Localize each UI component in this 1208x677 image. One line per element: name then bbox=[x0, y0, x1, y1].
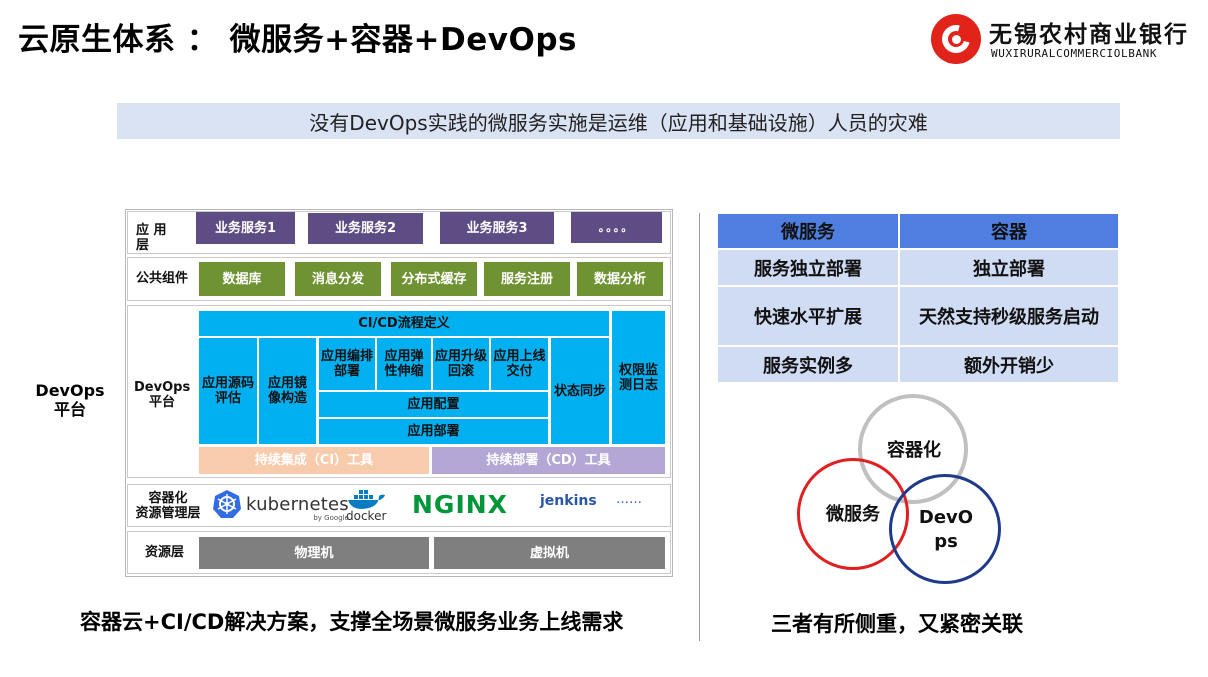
kubernetes-text: kubernetes bbox=[246, 493, 349, 515]
vertical-divider bbox=[699, 213, 700, 641]
virtual-machine: 虚拟机 bbox=[434, 537, 665, 569]
bank-name-cn: 无锡农村商业银行 bbox=[989, 22, 1189, 48]
docker-whale-icon bbox=[348, 490, 386, 509]
table-cell: 独立部署 bbox=[898, 248, 1120, 287]
upgrade-rollback: 应用升级回滚 bbox=[433, 338, 489, 390]
table-row: 快速水平扩展 天然支持秒级服务启动 bbox=[716, 285, 1120, 347]
cicd-flow-header: CI/CD流程定义 bbox=[199, 311, 609, 336]
common-database: 数据库 bbox=[199, 262, 285, 296]
more-tools: …… bbox=[616, 492, 642, 507]
common-message: 消息分发 bbox=[295, 262, 381, 296]
venn-label-devops-line2: ps bbox=[934, 531, 958, 552]
nginx-text: NGINX bbox=[412, 490, 508, 519]
app-service-2: 业务服务2 bbox=[308, 213, 423, 244]
venn-label-devops-line1: DevO bbox=[918, 507, 974, 528]
container-layer-label-line2: 资源管理层 bbox=[135, 506, 201, 521]
table-cell: 额外开销少 bbox=[898, 345, 1120, 384]
bank-logo-icon bbox=[931, 14, 981, 64]
table-row: 服务独立部署 独立部署 bbox=[716, 248, 1120, 287]
permission-monitor-log: 权限监测日志 bbox=[612, 311, 665, 444]
cd-tools: 持续部署（CD）工具 bbox=[432, 447, 665, 474]
architecture-frame bbox=[125, 209, 673, 577]
comparison-table: 微服务 容器 服务独立部署 独立部署 快速水平扩展 天然支持秒级服务启动 服务实… bbox=[716, 212, 1120, 384]
state-sync: 状态同步 bbox=[551, 338, 609, 444]
common-analytics: 数据分析 bbox=[577, 262, 663, 296]
orchestration-deploy: 应用编排部署 bbox=[319, 338, 375, 390]
bank-name-en: WUXIRURALCOMMERCIOLBANK bbox=[991, 47, 1158, 60]
ci-tools: 持续集成（CI）工具 bbox=[199, 447, 429, 474]
common-layer-label: 公共组件 bbox=[136, 271, 189, 286]
docker-text: docker bbox=[346, 509, 387, 523]
app-service-more: 。。。。 bbox=[571, 212, 662, 243]
table-row: 服务实例多 额外开销少 bbox=[716, 345, 1120, 384]
kubernetes-by-google: by Google bbox=[313, 513, 349, 522]
venn-label-container: 容器化 bbox=[887, 440, 941, 461]
source-evaluation: 应用源码评估 bbox=[199, 338, 257, 444]
devops-layer-label: DevOps 平台 bbox=[134, 380, 190, 410]
page-title: 云原生体系 ： 微服务+容器+DevOps bbox=[18, 22, 577, 58]
container-layer-label: 容器化 资源管理层 bbox=[132, 491, 204, 521]
devops-side-line1: DevOps bbox=[35, 381, 105, 400]
table-header-microservice: 微服务 bbox=[716, 212, 900, 250]
jenkins-logo: jenkins bbox=[540, 493, 597, 509]
devops-platform-side-label: DevOps 平台 bbox=[30, 381, 110, 419]
table-header-container: 容器 bbox=[898, 212, 1120, 250]
physical-machine: 物理机 bbox=[199, 537, 429, 569]
left-caption: 容器云+CI/CD解决方案，支撑全场景微服务业务上线需求 bbox=[80, 610, 624, 634]
common-cache: 分布式缓存 bbox=[391, 262, 477, 296]
venn-label-devops: DevO ps bbox=[906, 506, 986, 554]
image-build: 应用镜像构造 bbox=[259, 338, 316, 444]
kubernetes-logo: kubernetes by Google bbox=[212, 489, 349, 522]
devops-side-line2: 平台 bbox=[53, 400, 86, 419]
container-layer-label-line1: 容器化 bbox=[148, 491, 188, 506]
resource-layer-label: 资源层 bbox=[145, 545, 185, 560]
app-layer-label: 应 用 层 bbox=[136, 223, 167, 253]
venn-circle-devops bbox=[889, 474, 1001, 584]
docker-logo: docker bbox=[346, 488, 386, 523]
banner: 没有DevOps实践的微服务实施是运维（应用和基础设施）人员的灾难 bbox=[117, 103, 1120, 139]
elastic-scaling: 应用弹性伸缩 bbox=[377, 338, 431, 390]
devops-layer-label-line1: DevOps bbox=[134, 380, 191, 395]
more-tools-text: …… bbox=[616, 492, 642, 507]
devops-layer-label-line2: 平台 bbox=[148, 395, 175, 410]
app-service-3: 业务服务3 bbox=[440, 212, 554, 244]
nginx-logo: NGINX bbox=[412, 490, 508, 519]
table-cell: 快速水平扩展 bbox=[716, 285, 900, 347]
common-registry: 服务注册 bbox=[484, 262, 570, 296]
kubernetes-icon bbox=[213, 490, 241, 518]
venn-label-microservice: 微服务 bbox=[826, 504, 880, 525]
table-cell: 服务实例多 bbox=[716, 345, 900, 384]
table-cell: 天然支持秒级服务启动 bbox=[898, 285, 1120, 347]
table-cell: 服务独立部署 bbox=[716, 248, 900, 287]
app-deploy: 应用部署 bbox=[319, 419, 548, 444]
right-caption: 三者有所侧重，又紧密关联 bbox=[771, 612, 1023, 636]
jenkins-text: jenkins bbox=[540, 493, 597, 509]
app-config: 应用配置 bbox=[319, 392, 548, 417]
online-delivery: 应用上线交付 bbox=[491, 338, 548, 390]
app-service-1: 业务服务1 bbox=[196, 212, 295, 244]
table-header-row: 微服务 容器 bbox=[716, 212, 1120, 250]
